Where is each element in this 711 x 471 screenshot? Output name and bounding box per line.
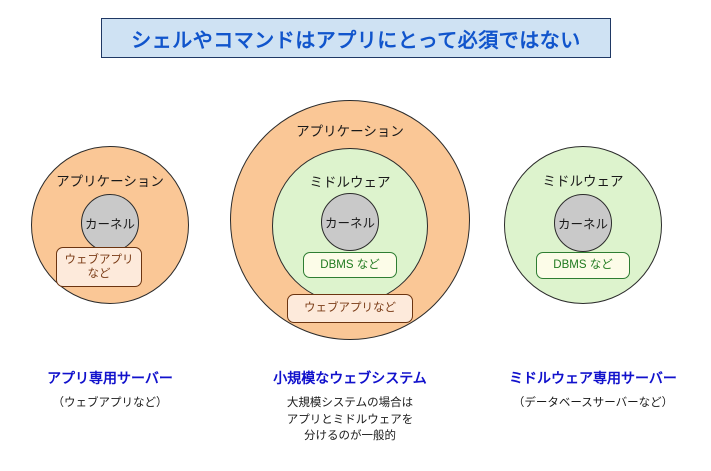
caption-middleware-server: ミドルウェア専用サーバー （データベースサーバーなど） <box>483 368 703 412</box>
group-app-server-kernel-circle: カーネル <box>81 194 139 252</box>
group-small-web-system-middleware-label: ミドルウェア <box>309 175 391 190</box>
title-banner: シェルやコマンドはアプリにとって必須ではない <box>101 18 611 58</box>
caption-small-web-system-subtitle: 大規模システムの場合は アプリとミドルウェアを 分けるのが一般的 <box>286 397 414 443</box>
group-small-web-system-web-app-tag-label: ウェブアプリなど <box>304 302 396 315</box>
group-small-web-system-dbms-tag: DBMS など <box>303 252 397 278</box>
caption-app-server-title: アプリ専用サーバー <box>47 370 173 386</box>
group-middleware-server-kernel-label: カーネル <box>557 217 608 232</box>
group-middleware-server-dbms-tag-label: DBMS など <box>553 259 613 272</box>
caption-middleware-server-title: ミドルウェア専用サーバー <box>509 370 677 386</box>
group-app-server-application-label: アプリケーション <box>56 174 164 189</box>
group-app-server-web-app-tag: ウェブアプリ など <box>56 247 142 287</box>
caption-app-server: アプリ専用サーバー （ウェブアプリなど） <box>10 368 210 412</box>
group-app-server-web-app-tag-label: ウェブアプリ など <box>64 253 134 280</box>
group-small-web-system-kernel-circle: カーネル <box>321 193 379 251</box>
group-small-web-system-application-label: アプリケーション <box>296 124 404 139</box>
caption-app-server-subtitle: （ウェブアプリなど） <box>52 397 168 409</box>
group-middleware-server-dbms-tag: DBMS など <box>536 252 630 279</box>
group-middleware-server-middleware-label: ミドルウェア <box>542 174 624 189</box>
page-title: シェルやコマンドはアプリにとって必須ではない <box>131 29 581 52</box>
caption-small-web-system: 小規模なウェブシステム 大規模システムの場合は アプリとミドルウェアを 分けるの… <box>245 368 455 445</box>
group-small-web-system-dbms-tag-label: DBMS など <box>320 258 380 271</box>
group-small-web-system-web-app-tag: ウェブアプリなど <box>287 294 413 323</box>
caption-small-web-system-title: 小規模なウェブシステム <box>273 370 427 386</box>
group-app-server-kernel-label: カーネル <box>84 217 135 232</box>
group-small-web-system-kernel-label: カーネル <box>324 216 375 231</box>
group-middleware-server-kernel-circle: カーネル <box>554 194 612 252</box>
caption-middleware-server-subtitle: （データベースサーバーなど） <box>512 397 674 409</box>
